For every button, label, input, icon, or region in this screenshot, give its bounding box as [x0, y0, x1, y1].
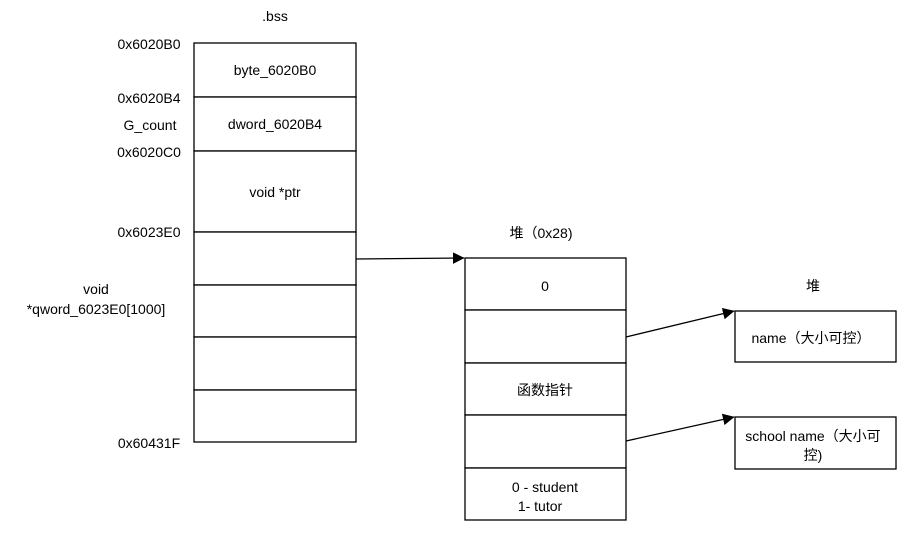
bss-cell-qword-0	[193, 231, 357, 286]
bss-cell-qword-1	[193, 284, 357, 338]
heap-name-label: name（大小可控）	[751, 330, 870, 346]
bss-cell-byte-label: byte_6020B0	[234, 62, 317, 78]
heap-name-box	[734, 310, 897, 363]
heap-struct-cell-0	[464, 257, 627, 311]
bss-cell-qword-3	[193, 389, 357, 443]
heap-struct-cell-4	[464, 467, 627, 521]
arrow-ptr-to-heap-struct	[355, 252, 465, 264]
address-60431f: 0x60431F	[118, 435, 180, 451]
bss-cell-byte	[193, 42, 357, 98]
bss-cell-qword-2	[193, 336, 357, 391]
label-g-count: G_count	[124, 117, 177, 133]
arrow-to-school-box	[625, 413, 735, 442]
label-qword-line2: *qword_6023E0[1000]	[27, 301, 166, 317]
label-qword-line1: void	[83, 281, 109, 297]
heap-struct-type-line2: 1- tutor	[518, 498, 563, 514]
heap-struct-cell-3	[464, 414, 627, 469]
bss-cell-dword-label: dword_6020B4	[228, 116, 322, 132]
heap-school-label-line2: 控)	[804, 447, 823, 463]
bss-cell-ptr	[193, 150, 357, 233]
heap-school-box	[734, 416, 897, 470]
heap-struct-cell-0-label: 0	[541, 278, 549, 294]
bss-cell-dword	[193, 96, 357, 152]
address-6020c0: 0x6020C0	[117, 144, 181, 160]
heap-struct-function-pointer-label: 函数指针	[517, 382, 573, 398]
heap-struct-type-line1: 0 - student	[512, 479, 578, 495]
heap-school-label-line1: school name（大小可	[745, 428, 880, 444]
heap-struct-cell-1	[464, 309, 627, 364]
address-6020b0: 0x6020B0	[117, 36, 180, 52]
heap-title: 堆	[806, 278, 820, 294]
address-6020b4: 0x6020B4	[117, 90, 180, 106]
heap-struct-title: 堆（0x28)	[509, 225, 572, 241]
bss-title: .bss	[262, 8, 288, 24]
bss-cell-ptr-label: void *ptr	[249, 184, 301, 200]
arrow-to-name-box	[625, 307, 735, 338]
address-6023e0: 0x6023E0	[117, 224, 180, 240]
